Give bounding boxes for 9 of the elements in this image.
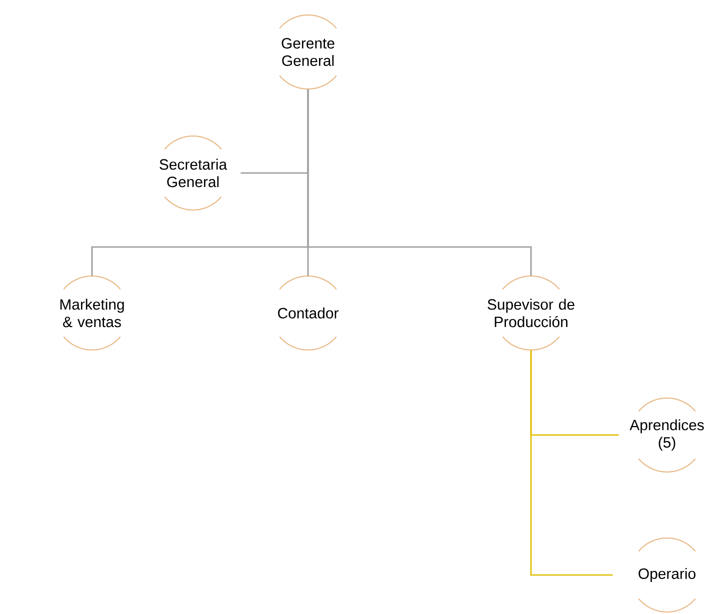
position-node: Marketing & ventas: [60, 275, 124, 351]
position-node: Secretaria General: [160, 135, 228, 211]
connector-line: [530, 350, 613, 576]
position-node: Operario: [638, 537, 696, 613]
position-node: Supevisor de Producción: [488, 275, 574, 351]
position-node: Contador: [278, 275, 338, 351]
position-node: Gerente General: [279, 14, 337, 90]
connector-line: [307, 89, 532, 276]
position-node: Aprendices (5): [630, 397, 704, 473]
